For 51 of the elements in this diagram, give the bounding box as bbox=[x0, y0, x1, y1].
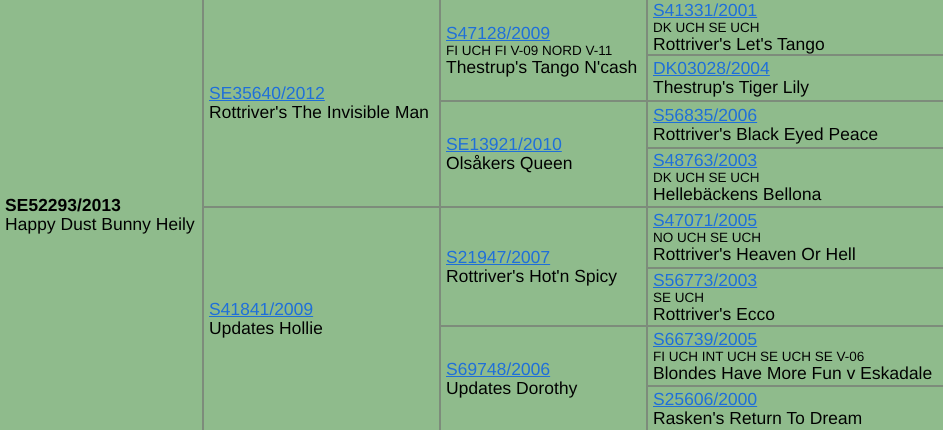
dog-name: Rottriver's The Invisible Man bbox=[209, 103, 429, 122]
registration-link: S47071/2005 bbox=[653, 211, 758, 230]
dog-name: Blondes Have More Fun v Eskadale bbox=[653, 364, 932, 382]
registration-number: SE52293/2013 bbox=[5, 196, 121, 215]
dog-name: Happy Dust Bunny Heily bbox=[5, 215, 195, 234]
pedigree-cell bbox=[441, 208, 646, 325]
registration-link: S25606/2000 bbox=[653, 390, 758, 408]
dog-name: Rottriver's Heaven Or Hell bbox=[653, 245, 856, 264]
registration-link: DK03028/2004 bbox=[653, 59, 770, 78]
dog-name: Updates Hollie bbox=[209, 319, 323, 338]
registration-link: S48763/2003 bbox=[653, 151, 758, 170]
registration-link: SE13921/2010 bbox=[446, 135, 562, 154]
registration-link: S21947/2007 bbox=[446, 248, 550, 266]
dog-name: Thestrup's Tango N'cash bbox=[446, 58, 638, 76]
dog-titles: SE UCH bbox=[653, 290, 704, 304]
dog-name: Thestrup's Tiger Lily bbox=[653, 78, 810, 97]
dog-titles: NO UCH SE UCH bbox=[653, 230, 762, 245]
pedigree-cell bbox=[648, 149, 943, 206]
pedigree-cell bbox=[441, 0, 646, 100]
dog-name: Olsåkers Queen bbox=[446, 154, 572, 173]
pedigree-cell bbox=[648, 102, 943, 147]
registration-link: SE35640/2012 bbox=[209, 84, 325, 103]
pedigree-cell bbox=[204, 0, 439, 206]
pedigree-cell bbox=[0, 0, 202, 430]
registration-link: S41331/2001 bbox=[653, 0, 758, 20]
dog-name: Rottriver's Ecco bbox=[653, 304, 775, 324]
pedigree-cell bbox=[204, 208, 439, 430]
registration-link: S69748/2006 bbox=[446, 360, 550, 378]
registration-link: S41841/2009 bbox=[209, 300, 314, 319]
dog-name: Rottriver's Black Eyed Peace bbox=[653, 124, 878, 144]
registration-link: S56773/2003 bbox=[653, 270, 758, 290]
dog-name: Rasken's Return To Dream bbox=[653, 408, 862, 428]
pedigree-cell bbox=[648, 0, 943, 54]
pedigree-cell bbox=[648, 208, 943, 267]
dog-titles: DK UCH SE UCH bbox=[653, 170, 760, 185]
dog-name: Rottriver's Hot'n Spicy bbox=[446, 266, 618, 286]
pedigree-cell bbox=[648, 269, 943, 325]
pedigree-cell bbox=[648, 327, 943, 385]
dog-titles: FI UCH FI V-09 NORD V-11 bbox=[446, 42, 612, 58]
dog-name: Updates Dorothy bbox=[446, 378, 578, 398]
dog-name: Rottriver's Let's Tango bbox=[653, 34, 825, 54]
registration-link: S56835/2006 bbox=[653, 106, 758, 124]
pedigree-cell bbox=[648, 56, 943, 100]
pedigree-cell bbox=[648, 387, 943, 430]
pedigree-cell bbox=[441, 102, 646, 206]
pedigree-cell bbox=[441, 327, 646, 430]
dog-name: Hellebäckens Bellona bbox=[653, 185, 822, 204]
dog-titles: DK UCH SE UCH bbox=[653, 20, 760, 34]
dog-titles: FI UCH INT UCH SE UCH SE V-06 bbox=[653, 348, 864, 364]
registration-link: S66739/2005 bbox=[653, 330, 758, 348]
registration-link: S47128/2009 bbox=[446, 24, 550, 42]
